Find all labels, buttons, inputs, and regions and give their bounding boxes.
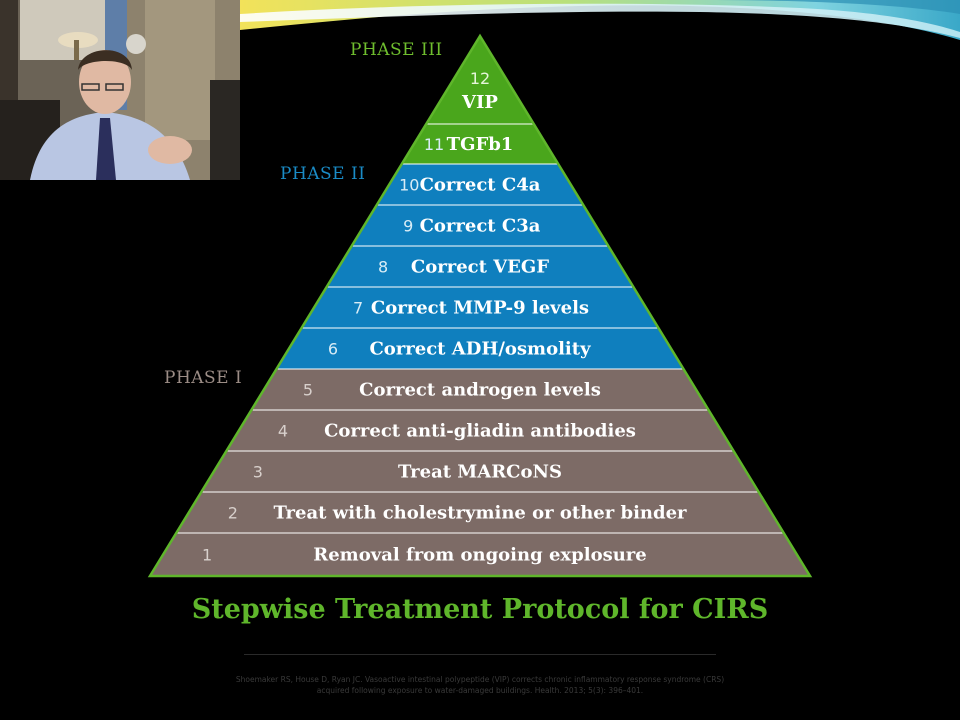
level-number: 2: [228, 504, 238, 523]
pyramid-level-5: 5 Correct androgen levels: [250, 368, 710, 411]
level-label: Correct VEGF: [411, 257, 549, 278]
level-number: 3: [253, 463, 263, 482]
pyramid-level-4: 4 Correct anti-gliadin antibodies: [225, 409, 735, 452]
level-label: Correct androgen levels: [359, 380, 601, 401]
level-label: Correct C4a: [420, 175, 541, 196]
level-number: 10: [399, 176, 419, 195]
level-number: 4: [278, 422, 288, 441]
phase-ii-label: PHASE II: [280, 164, 366, 184]
level-number: 5: [303, 381, 313, 400]
header-swoosh-decoration: [240, 0, 960, 40]
pyramid-outline: [147, 33, 813, 578]
phase-i-label: PHASE I: [164, 368, 243, 388]
level-label: TGFb1: [447, 134, 514, 155]
level-label: Treat with cholestrymine or other binder: [273, 503, 687, 524]
pyramid-level-6: 6 Correct ADH/osmolity: [275, 327, 685, 370]
pyramid-level-3: 3 Treat MARCoNS: [200, 450, 760, 493]
level-label: Correct anti-gliadin antibodies: [324, 421, 636, 442]
level-number: 6: [328, 340, 338, 359]
level-number: 11: [424, 135, 444, 154]
pyramid-level-7: 7 Correct MMP-9 levels: [300, 286, 660, 329]
phase-iii-label: PHASE III: [350, 40, 443, 60]
pyramid-level-2: 2 Treat with cholestrymine or other binde…: [175, 491, 785, 534]
level-number: 9: [403, 217, 413, 236]
citation: Shoemaker RS, House D, Ryan JC. Vasoacti…: [235, 675, 725, 695]
pyramid-level-9: 9 Correct C3a: [350, 204, 610, 247]
pyramid-level-8: 8 Correct VEGF: [325, 245, 635, 288]
level-label: Correct C3a: [420, 216, 541, 237]
level-label: Treat MARCoNS: [398, 462, 562, 483]
level-label: VIP: [461, 92, 498, 113]
level-number: 8: [378, 258, 388, 277]
level-number: 12: [470, 69, 490, 88]
level-number: 7: [353, 299, 363, 318]
level-label: Removal from ongoing explosure: [313, 545, 646, 566]
level-number: 1: [202, 546, 212, 565]
level-label: Correct ADH/osmolity: [369, 339, 591, 360]
divider: [244, 654, 716, 655]
pyramid-level-1: 1 Removal from ongoing explosure: [149, 532, 811, 577]
level-label: Correct MMP-9 levels: [371, 298, 589, 319]
slide-title: Stepwise Treatment Protocol for CIRS: [191, 594, 769, 625]
presenter-webcam-video: [0, 0, 240, 180]
